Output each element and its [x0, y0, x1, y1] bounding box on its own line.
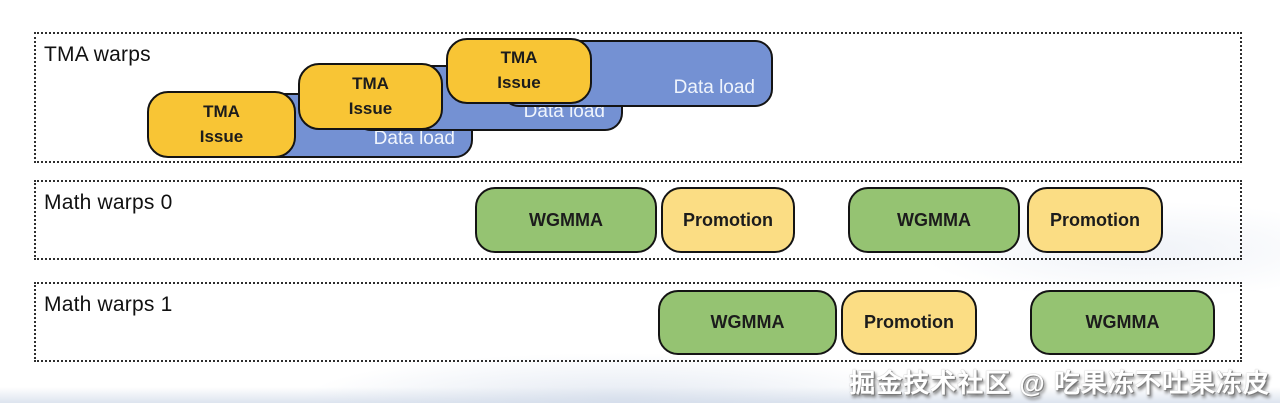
- tma-issue-block: TMA Issue: [298, 63, 443, 130]
- promotion-block: Promotion: [661, 187, 795, 253]
- row-label-math-warps-1: Math warps 1: [44, 293, 173, 316]
- wgmma-block: WGMMA: [1030, 290, 1215, 355]
- watermark-text: 掘金技术社区 @ 吃果冻不吐果冻皮: [849, 368, 1270, 398]
- wgmma-block: WGMMA: [848, 187, 1020, 253]
- row-label-tma-warps: TMA warps: [44, 43, 151, 66]
- promotion-block: Promotion: [841, 290, 977, 355]
- promotion-block: Promotion: [1027, 187, 1163, 253]
- tma-issue-block: TMA Issue: [446, 38, 592, 104]
- wgmma-block: WGMMA: [475, 187, 657, 253]
- row-math-warps-0: Math warps 0 WGMMA Promotion WGMMA Promo…: [34, 180, 1242, 260]
- row-label-math-warps-0: Math warps 0: [44, 191, 173, 214]
- tma-issue-block: TMA Issue: [147, 91, 296, 158]
- row-math-warps-1: Math warps 1 WGMMA Promotion WGMMA: [34, 282, 1242, 362]
- wgmma-block: WGMMA: [658, 290, 837, 355]
- row-tma-warps: TMA warps Data load TMA Issue Data load …: [34, 32, 1242, 163]
